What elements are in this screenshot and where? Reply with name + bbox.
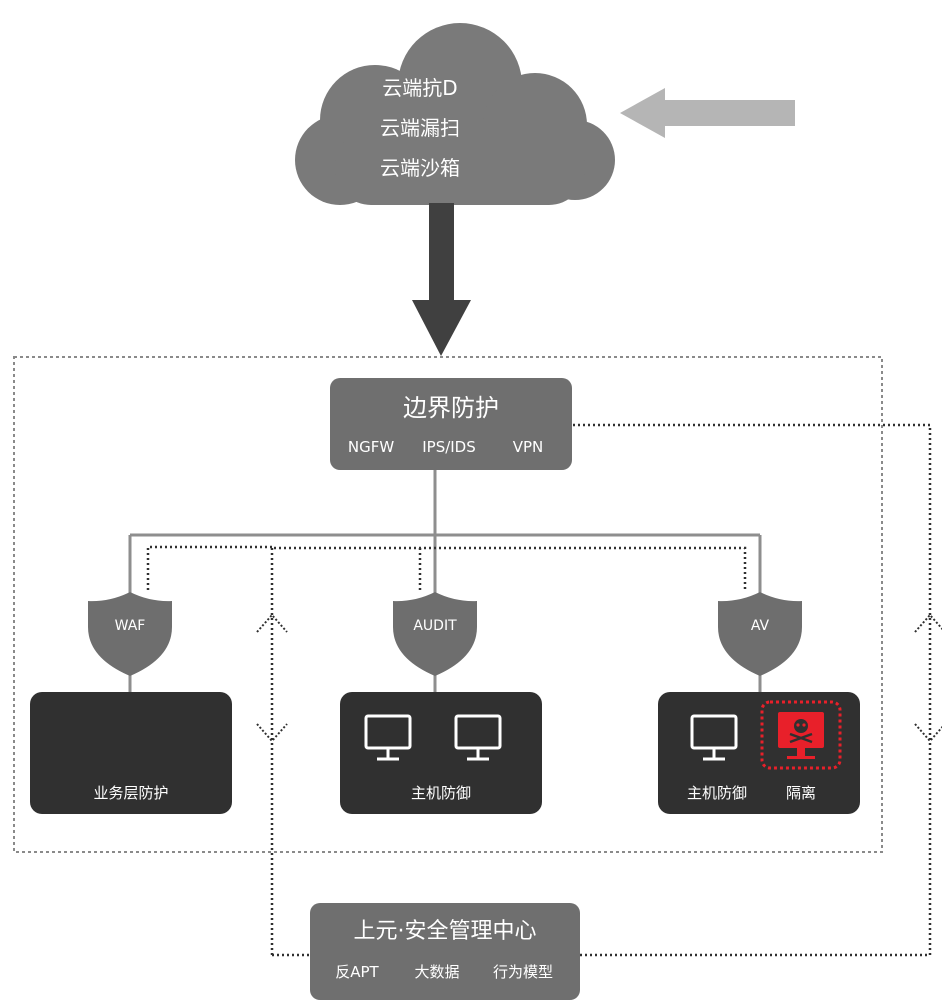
node-label-host-defense-2: 主机防御	[686, 784, 747, 802]
network-boundary	[13, 356, 883, 853]
border-item-ips-ids: IPS/IDS	[422, 438, 476, 456]
shield-label-av: AV	[750, 618, 770, 634]
management-item-behavior-model: 行为模型	[492, 963, 553, 981]
node-host-defense	[340, 692, 542, 814]
sync-arrows-right	[914, 613, 942, 743]
cloud-service-sandbox: 云端沙箱	[380, 156, 460, 180]
node-host-defense-isolation	[658, 692, 860, 814]
management-title: 上元·安全管理中心	[353, 919, 537, 944]
border-protection-box	[330, 378, 572, 470]
monitor-icon	[364, 714, 412, 761]
management-item-big-data: 大数据	[414, 963, 460, 981]
isolation-zone	[760, 700, 842, 770]
node-label-isolation: 隔离	[785, 784, 816, 802]
shield-audit	[393, 592, 477, 676]
border-item-vpn: VPN	[512, 438, 544, 456]
sync-arrows-left	[256, 613, 288, 743]
monitor-icon	[454, 714, 502, 761]
monitor-icon	[690, 714, 738, 761]
management-item-anti-apt: 反APT	[335, 963, 379, 981]
control-links	[146, 423, 932, 957]
shield-label-audit: AUDIT	[413, 618, 457, 634]
shield-av	[718, 592, 802, 676]
shield-waf	[88, 592, 172, 676]
border-item-ngfw: NGFW	[347, 438, 395, 456]
cloud-down-arrow	[412, 203, 471, 356]
node-label-business-protection: 业务层防护	[93, 784, 169, 802]
cloud-service-vuln-scan: 云端漏扫	[380, 116, 460, 140]
infected-monitor-icon	[778, 712, 824, 759]
incoming-arrow	[620, 88, 795, 138]
shield-label-waf: WAF	[114, 618, 146, 634]
security-management-center	[310, 903, 580, 1000]
cloud-shape	[295, 23, 615, 205]
border-protection-title: 边界防护	[403, 394, 499, 422]
cloud-service-anti-ddos: 云端抗D	[382, 76, 458, 100]
node-label-host-defense: 主机防御	[410, 784, 471, 802]
node-business-protection	[30, 692, 232, 814]
